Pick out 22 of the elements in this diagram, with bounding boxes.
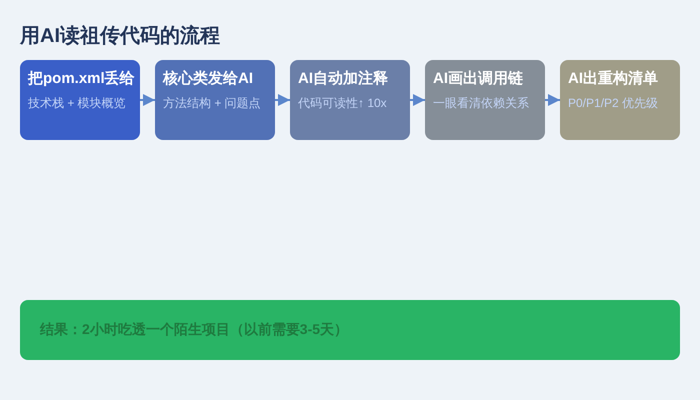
process-box bbox=[425, 60, 545, 140]
process-box bbox=[155, 60, 275, 140]
step-title: AI出重构清单 bbox=[568, 69, 658, 89]
step-title: AI画出调用链 bbox=[433, 69, 523, 89]
arrow bbox=[140, 94, 155, 106]
process-box bbox=[560, 60, 680, 140]
step-description: 技术栈 + 模块概览 bbox=[28, 95, 126, 111]
step-description: 方法结构 + 问题点 bbox=[163, 95, 261, 111]
result-banner bbox=[20, 300, 680, 360]
arrow bbox=[545, 94, 560, 106]
step-description: 代码可读性↑ 10x bbox=[298, 95, 387, 111]
step-title: 把pom.xml丢给 bbox=[28, 69, 135, 89]
process-box bbox=[20, 60, 140, 140]
step-description: 一眼看清依赖关系 bbox=[433, 95, 529, 111]
arrow bbox=[275, 94, 290, 106]
step-title: AI自动加注释 bbox=[298, 69, 388, 89]
process-box bbox=[290, 60, 410, 140]
result-text: 结果：2小时吃透一个陌生项目（以前需要3-5天） bbox=[40, 321, 348, 339]
arrow bbox=[410, 94, 425, 106]
step-title: 核心类发给AI bbox=[163, 69, 253, 89]
step-description: P0/P1/P2 优先级 bbox=[568, 95, 658, 111]
diagram-title: 用AI读祖传代码的流程 bbox=[20, 24, 220, 49]
